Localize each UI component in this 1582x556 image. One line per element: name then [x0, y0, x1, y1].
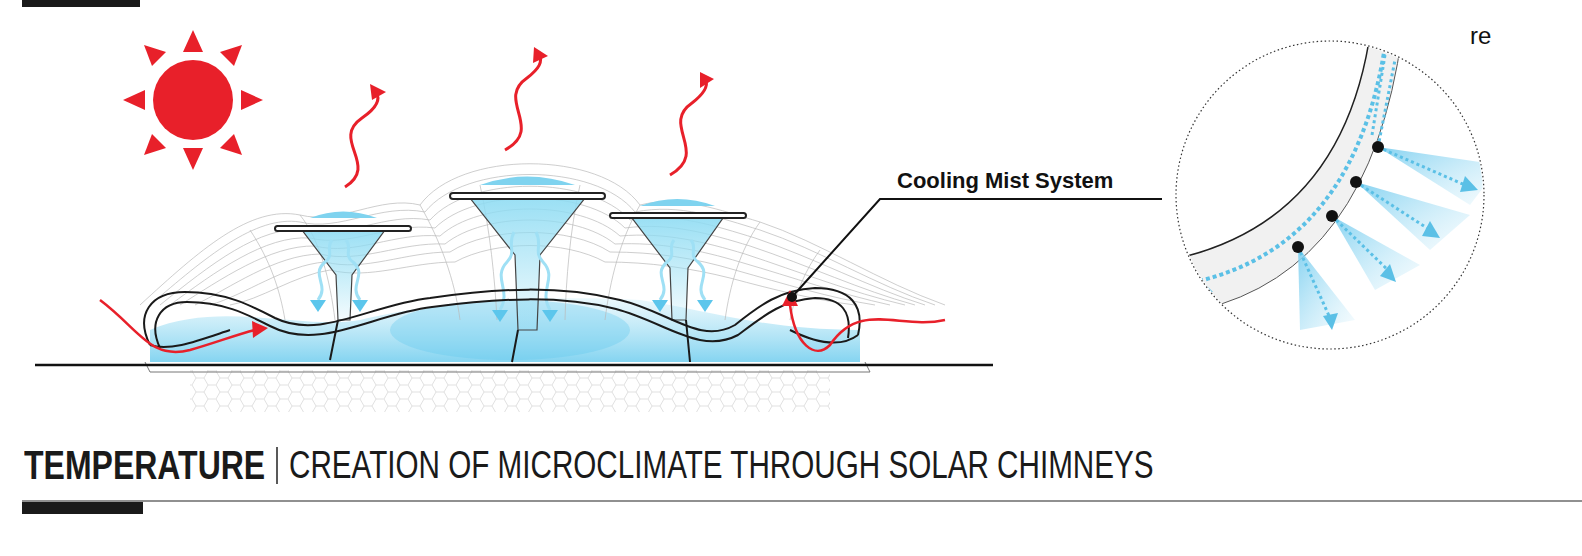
detail-view — [1160, 35, 1500, 349]
inflow-arrow — [100, 300, 945, 352]
ground-line — [35, 364, 993, 367]
leader-dot — [787, 292, 797, 302]
heat-arrow — [345, 55, 707, 187]
heat-arrowhead — [370, 47, 714, 100]
ground-pattern — [190, 370, 830, 412]
caption-text: CREATION OF MICROCLIMATE THROUGH SOLAR C… — [289, 440, 1154, 490]
bottom-rule — [22, 500, 1582, 501]
title-text: TEMPERATURE — [24, 440, 265, 490]
corner-bar — [22, 0, 140, 7]
bottom-bar — [22, 502, 143, 514]
title-separator — [276, 447, 278, 484]
floor-line — [145, 362, 870, 372]
cut-text: re — [1470, 22, 1491, 50]
leader-line — [792, 199, 1162, 297]
sun-icon — [123, 30, 263, 170]
inflow-arrowhead — [252, 290, 798, 338]
tube-structure — [144, 288, 859, 362]
air-swirl — [318, 232, 705, 310]
callout-label: Cooling Mist System — [897, 168, 1113, 194]
solar-chimney — [275, 177, 746, 331]
